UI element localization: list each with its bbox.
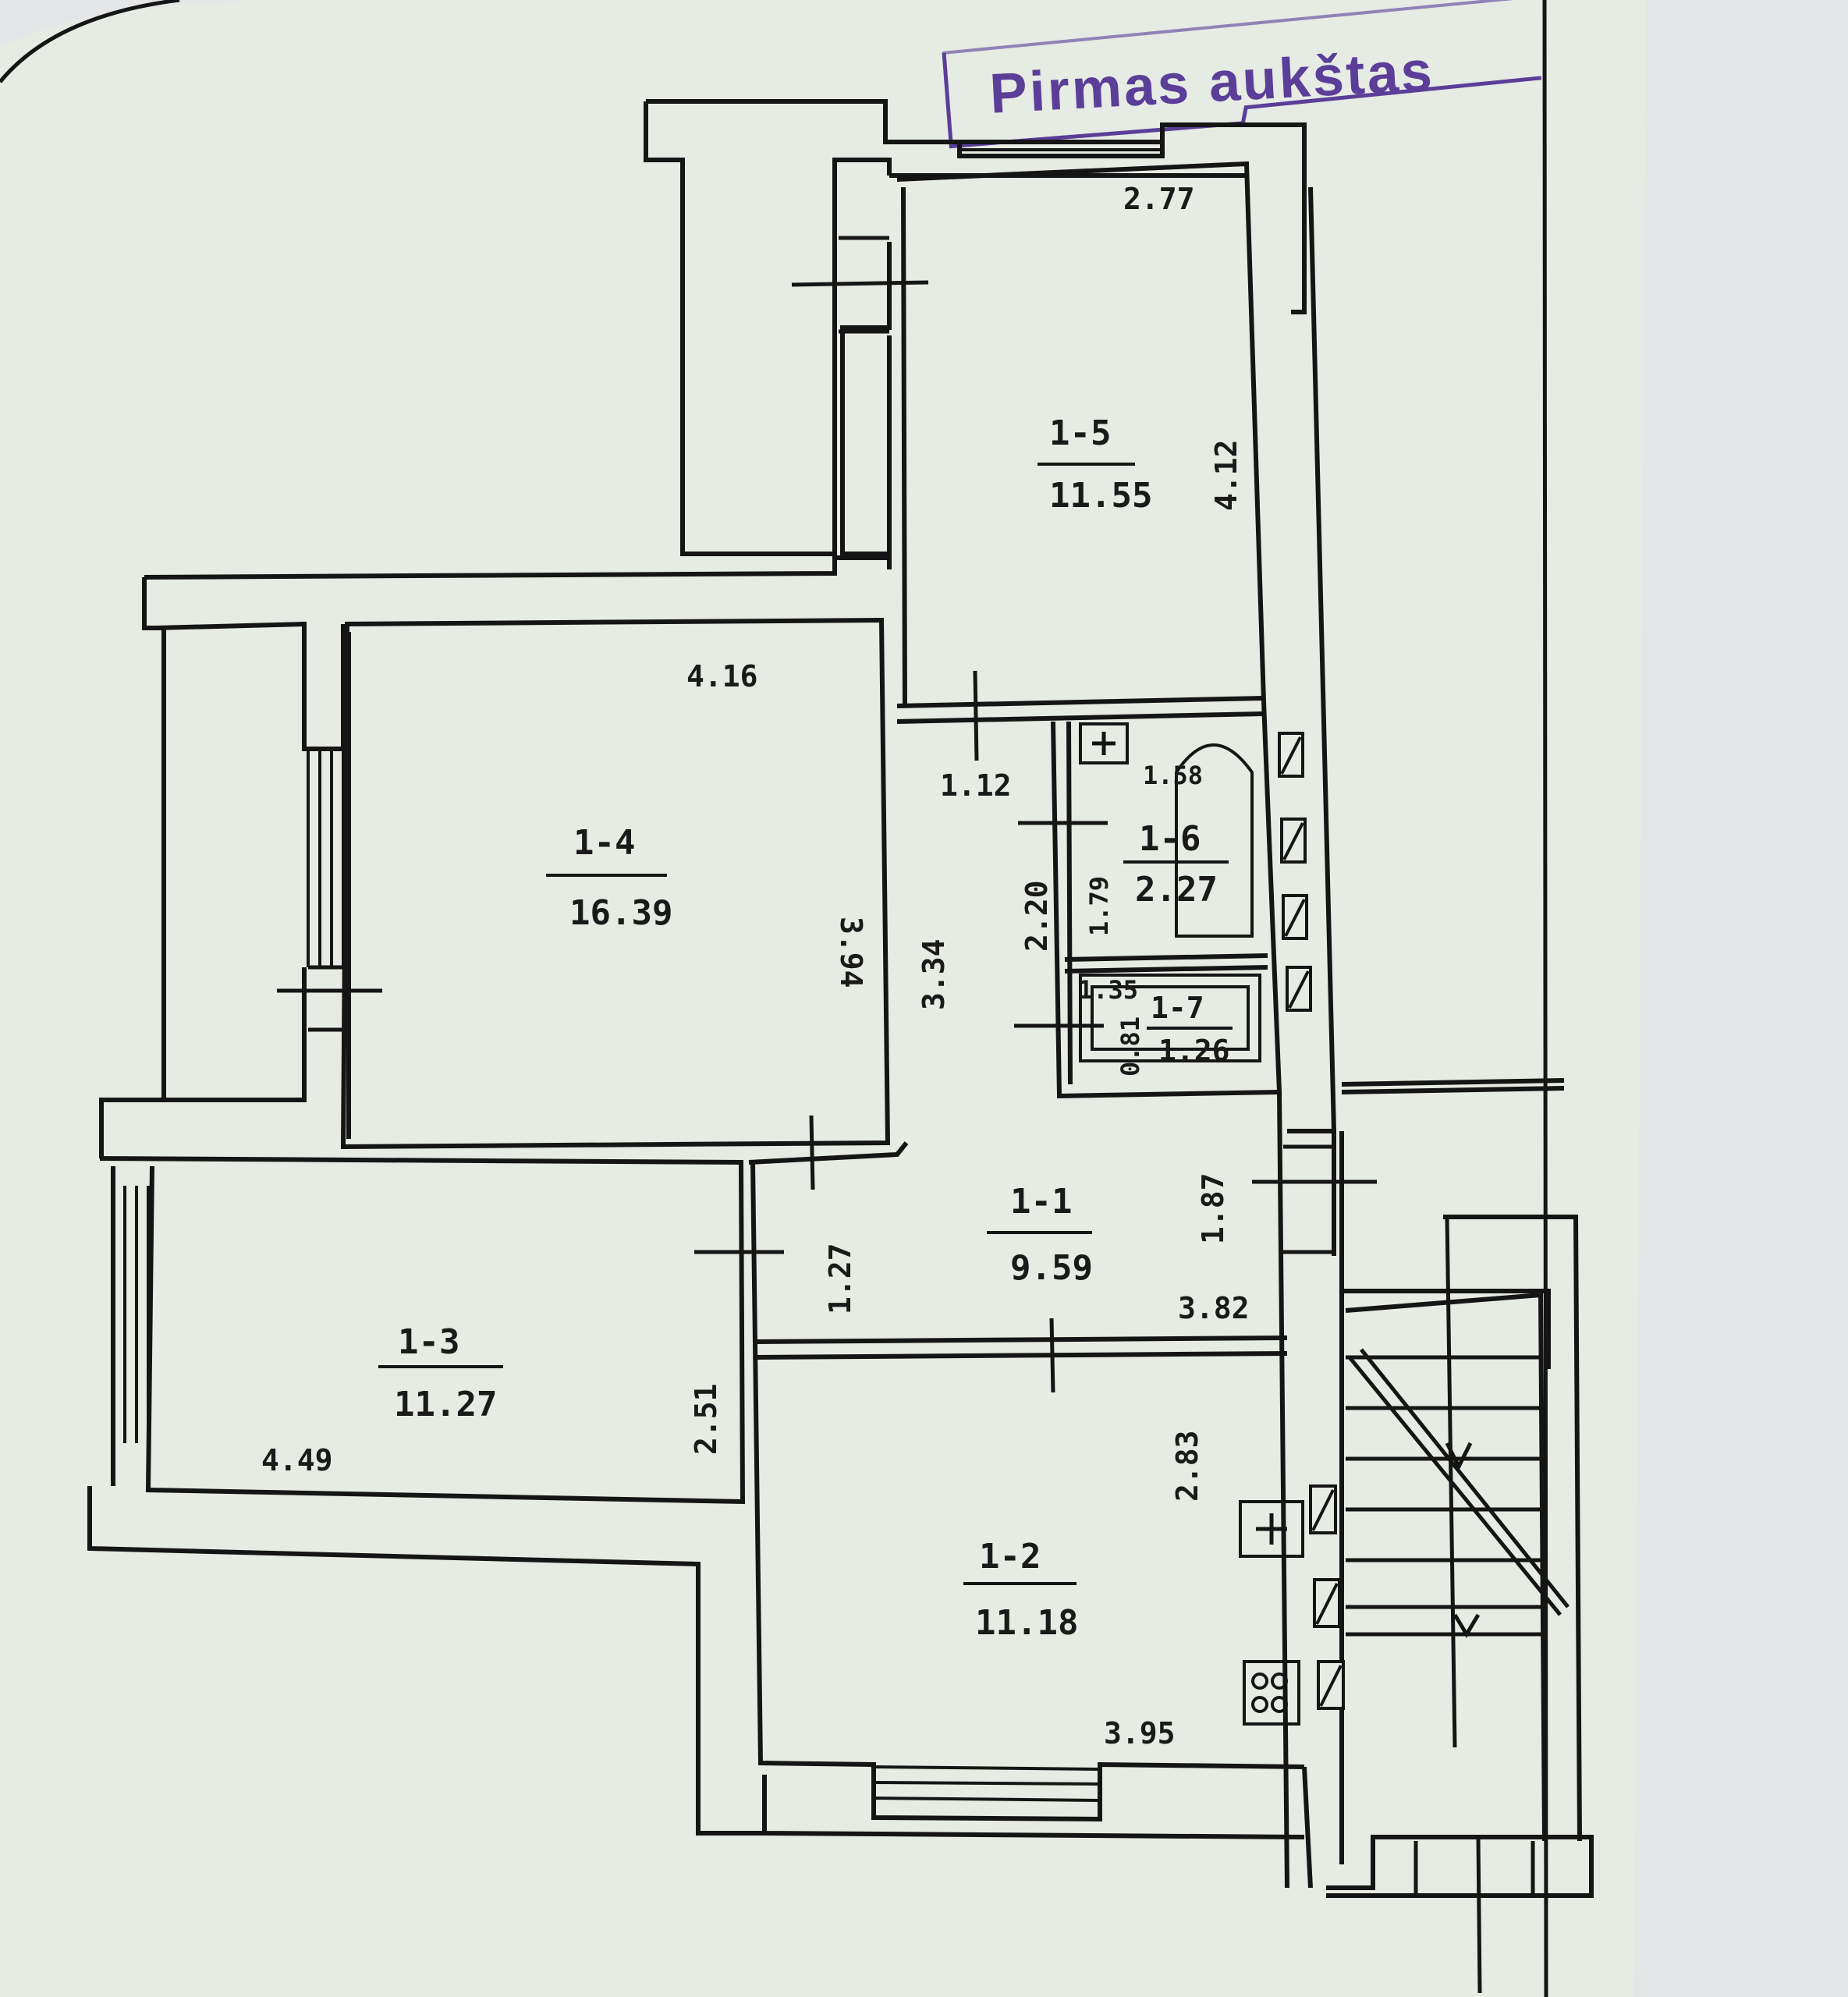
walls xyxy=(87,99,1594,1898)
room-1-7-label: 1-7 1.26 xyxy=(1147,991,1233,1068)
svg-text:1.35: 1.35 xyxy=(1078,975,1138,1005)
svg-text:2.27: 2.27 xyxy=(1135,870,1218,910)
svg-text:2.51: 2.51 xyxy=(689,1383,723,1455)
svg-text:2.83: 2.83 xyxy=(1170,1430,1204,1502)
room-1-1-label: 1-1 9.59 xyxy=(987,1182,1093,1288)
svg-text:1-5: 1-5 xyxy=(1049,413,1111,453)
toilet-icon xyxy=(1079,974,1261,1062)
svg-text:0.81: 0.81 xyxy=(1116,1016,1145,1077)
sink-icon-kitchen xyxy=(1239,1500,1304,1558)
svg-text:1-7: 1-7 xyxy=(1151,991,1204,1025)
dimensions: 2.77 4.12 4.16 3.94 1.12 1.58 2.20 1.79 … xyxy=(261,182,1250,1750)
svg-text:1.12: 1.12 xyxy=(940,768,1012,803)
svg-text:3.94: 3.94 xyxy=(834,917,868,988)
room-1-2-label: 1-2 11.18 xyxy=(963,1537,1078,1643)
paper-sheet xyxy=(0,0,1646,1997)
bathtub-icon xyxy=(1175,743,1254,938)
door-marks xyxy=(277,236,1482,1994)
room-1-4-label: 1-4 16.39 xyxy=(546,823,672,933)
svg-text:2.77: 2.77 xyxy=(1123,182,1195,216)
svg-text:1-2: 1-2 xyxy=(979,1537,1041,1577)
windows xyxy=(112,140,1162,1821)
sheet-border-line xyxy=(1542,0,1548,1997)
room-1-5-label: 1-5 11.55 xyxy=(1038,413,1152,516)
svg-text:1.26: 1.26 xyxy=(1158,1034,1230,1068)
svg-text:11.18: 11.18 xyxy=(975,1603,1078,1643)
sink-icon xyxy=(1079,722,1129,764)
svg-text:1-1: 1-1 xyxy=(1010,1182,1072,1222)
svg-text:11.55: 11.55 xyxy=(1049,476,1152,516)
room-1-6-label: 1-6 2.27 xyxy=(1123,819,1229,910)
svg-text:1-3: 1-3 xyxy=(398,1322,459,1362)
svg-text:2.20: 2.20 xyxy=(1020,880,1054,952)
room-labels: 1-5 11.55 1-4 16.39 1-6 2.27 1-7 1.26 1-… xyxy=(378,413,1233,1643)
svg-text:4.12: 4.12 xyxy=(1209,439,1243,511)
svg-text:1.79: 1.79 xyxy=(1084,876,1114,936)
staircase xyxy=(1346,1216,1570,1896)
svg-text:3.95: 3.95 xyxy=(1104,1716,1176,1750)
svg-text:4.16: 4.16 xyxy=(686,659,758,693)
svg-text:1-6: 1-6 xyxy=(1139,819,1201,859)
svg-text:1.27: 1.27 xyxy=(823,1243,857,1314)
svg-text:16.39: 16.39 xyxy=(569,893,672,933)
room-1-3-label: 1-3 11.27 xyxy=(378,1322,503,1424)
svg-text:1.58: 1.58 xyxy=(1143,761,1203,790)
paper-corner-line xyxy=(0,0,180,83)
svg-text:1-4: 1-4 xyxy=(573,823,635,863)
svg-text:4.49: 4.49 xyxy=(261,1443,333,1477)
ventilation-shafts xyxy=(1278,732,1345,1710)
svg-text:3.82: 3.82 xyxy=(1178,1291,1250,1325)
fixtures xyxy=(1079,722,1304,1726)
svg-text:3.34: 3.34 xyxy=(917,938,951,1010)
svg-text:11.27: 11.27 xyxy=(394,1385,497,1424)
svg-text:9.59: 9.59 xyxy=(1010,1248,1093,1288)
svg-text:1.87: 1.87 xyxy=(1196,1172,1230,1244)
stove-icon xyxy=(1243,1660,1300,1726)
